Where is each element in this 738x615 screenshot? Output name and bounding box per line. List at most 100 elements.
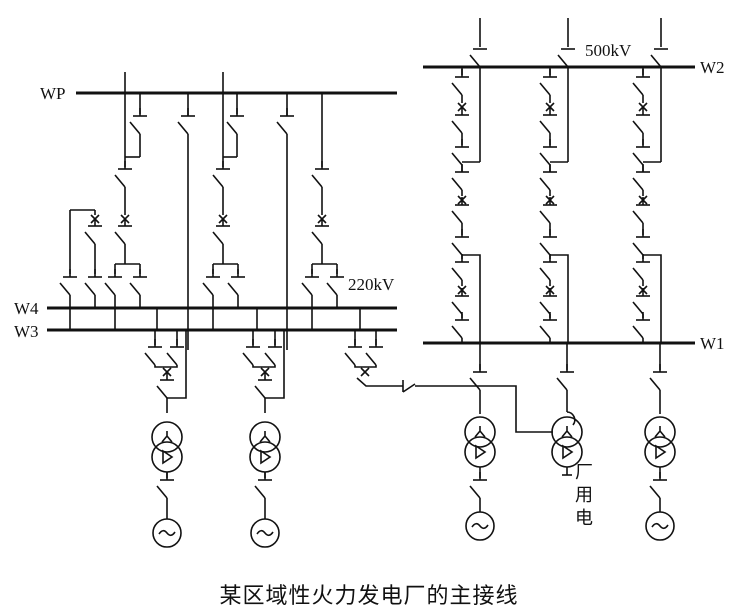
string-2-ds-9-blade	[539, 325, 551, 339]
gen-unit-1-generator-tilde-icon	[158, 529, 176, 537]
string-3-ds-3-blade	[632, 152, 644, 166]
wp-feeder-1-w4-ds-blade	[129, 282, 141, 296]
tie-220kv	[356, 377, 403, 387]
label-220kv: 220kV	[348, 275, 395, 294]
gen-unit-5-transformer-wye-icon	[654, 426, 666, 438]
wp-feeder-2-w3-ds-blade	[202, 282, 214, 296]
string-1-ds-1-blade	[451, 82, 463, 96]
gen-unit-1-transformer-lv-winding	[151, 441, 183, 473]
gen-unit-2-transformer-wye-icon	[259, 431, 271, 443]
wp-feeder-1-bypass-blade	[129, 121, 141, 135]
station-service-ds-blade	[556, 377, 568, 391]
gen-unit-1-gen-ds-blade	[156, 485, 168, 499]
string-2-tap	[550, 254, 569, 343]
gen-unit-3-transformer-lv-winding	[464, 436, 496, 468]
gen-unit-2-generator-circle	[250, 518, 280, 548]
wp-feeder-3-w3-ds-blade	[301, 282, 313, 296]
gen-unit-3-transformer-wye-icon	[474, 426, 486, 438]
string-2-ds-8-blade	[539, 301, 551, 315]
gen-unit-2-bk-ds-blade	[254, 385, 266, 399]
string-1-tap	[462, 254, 481, 343]
string-1-ds-6-blade	[451, 242, 463, 256]
gen-unit-1-w3-ds-blade	[144, 352, 156, 366]
string-3-ds-5-blade	[632, 210, 644, 224]
gen-unit-1-bk-ds-blade	[156, 385, 168, 399]
breaker-x	[360, 367, 370, 377]
gen-unit-2-gen-ds-blade	[254, 485, 266, 499]
gen-unit-2-transformer-delta-icon	[260, 449, 272, 465]
gen-unit-3-gen-ds-blade	[469, 485, 481, 499]
gen-unit-2-w4-ds-blade	[264, 352, 276, 366]
gen-unit-5-gen-ds-blade	[649, 485, 661, 499]
gen-unit-1-junction	[154, 365, 178, 368]
wp-feeder-2-line-ds-blade	[212, 174, 224, 188]
bus-coupler-ds-blade	[84, 231, 96, 245]
string-2-ds-5-blade	[539, 210, 551, 224]
gen-unit-5-generator-tilde-icon	[651, 522, 669, 530]
wp-feeder-2-w4-ds-blade	[227, 282, 239, 296]
gen-unit-2-generator-tilde-icon	[256, 529, 274, 537]
diagram-caption: 某区域性火力发电厂的主接线	[219, 584, 519, 609]
gen-unit-1-transformer-hv-winding	[151, 421, 183, 453]
string-3-tap	[643, 254, 662, 343]
station-service-transformer-hv-winding	[551, 416, 583, 448]
station-service-transformer-delta-icon	[562, 444, 574, 460]
gen-unit-1-generator-circle	[152, 518, 182, 548]
gen-unit-3-ds-blade	[469, 377, 481, 391]
gen-unit-2-bypass	[265, 330, 285, 399]
wp-bypass-2-blade	[276, 121, 288, 135]
gen-unit-2-transformer-hv-winding	[249, 421, 281, 453]
tie-220kv-ds-blade	[402, 383, 416, 393]
string-1-ds-9-blade	[451, 325, 463, 339]
string-3-ds-1-blade	[632, 82, 644, 96]
gen-unit-2-transformer-lv-winding	[249, 441, 281, 473]
string-3-ds-9-blade	[632, 325, 644, 339]
gen-unit-5-generator-circle	[645, 511, 675, 541]
label-w4: W4	[14, 299, 39, 318]
station-service-char-3: 电	[575, 508, 593, 529]
label-wp: WP	[40, 84, 66, 103]
station-service-char-2: 用	[575, 485, 593, 506]
string-2-ds-2-blade	[539, 120, 551, 134]
string-3-ds-7-blade	[632, 267, 644, 281]
gen-unit-3-generator-tilde-icon	[471, 522, 489, 530]
label-w1: W1	[700, 334, 725, 353]
tie-220kv	[415, 385, 553, 433]
wp-feeder-2-bk-ds-blade	[212, 231, 224, 245]
string-1-ds-5-blade	[451, 210, 463, 224]
gen-unit-2-w3-ds-blade	[242, 352, 254, 366]
bus-coupler-w4-ds-blade	[84, 282, 96, 296]
label-w3: W3	[14, 322, 39, 341]
string-3-ds-2-blade	[632, 120, 644, 134]
string-2-ds-4-blade	[539, 177, 551, 191]
string-1-ds-4-blade	[451, 177, 463, 191]
string-3-ds-6-blade	[632, 242, 644, 256]
wp-feeder-3-bk-ds-blade	[311, 231, 323, 245]
gen-unit-5-ds-blade	[649, 377, 661, 391]
string-1-ds-7-blade	[451, 267, 463, 281]
wp-feeder-3-w4-ds-blade	[326, 282, 338, 296]
string-3-ds-4-blade	[632, 177, 644, 191]
station-service-transformer-wye-icon	[561, 426, 573, 438]
gen-unit-3-transformer-delta-icon	[475, 444, 487, 460]
gen-unit-1-transformer-wye-icon	[161, 431, 173, 443]
station-service-crossover	[566, 411, 576, 426]
gen-unit-3-generator-circle	[465, 511, 495, 541]
tie-220kv-w3-ds-blade	[344, 352, 356, 366]
wp-bypass-1-blade	[177, 121, 189, 135]
wp-feeder-3-line-ds-blade	[311, 174, 323, 188]
label-500kv: 500kV	[585, 41, 632, 60]
gen-unit-3-transformer-hv-winding	[464, 416, 496, 448]
tie-220kv-w4-ds-blade	[365, 352, 377, 366]
gen-unit-5-transformer-lv-winding	[644, 436, 676, 468]
string-2-line-ds-blade	[557, 54, 569, 68]
wiring	[59, 18, 676, 548]
wp-feeder-1-w3-ds-blade	[104, 282, 116, 296]
string-1-ds-2-blade	[451, 120, 463, 134]
gen-unit-1-w4-ds-blade	[166, 352, 178, 366]
wp-feeder-1-bk-ds-blade	[114, 231, 126, 245]
string-3-ds-8-blade	[632, 301, 644, 315]
station-service-char-1: 厂	[575, 462, 593, 483]
gen-unit-2-junction	[252, 365, 276, 368]
